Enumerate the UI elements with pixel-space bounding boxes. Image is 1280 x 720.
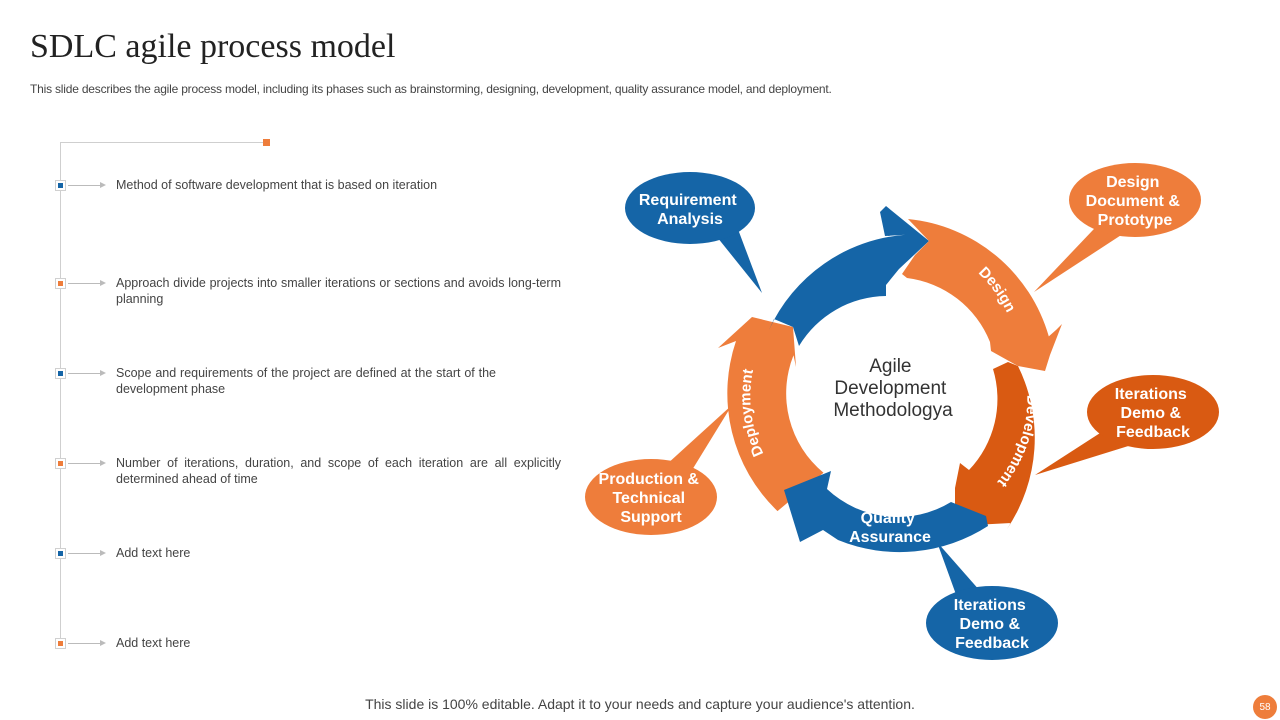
bullet-marker [55,180,66,191]
bubble-iterations-right [1087,375,1219,449]
list-item-6: Add text here [0,636,600,683]
list-item-1: Method of software development that is b… [0,178,600,225]
bullet-marker [55,368,66,379]
arrow-icon [100,370,106,376]
arrow-icon [100,182,106,188]
bubble-text: Production & Technical Support [599,471,704,526]
arrow-icon [100,550,106,556]
bubble-iterations-bottom [926,586,1058,660]
bubble-requirement-analysis [625,172,755,244]
list-item-text: Add text here [116,636,191,650]
list-item-4: Number of iterations, duration, and scop… [0,456,600,503]
bubble-text: Iterations Demo & Feedback [1115,386,1191,441]
bubble-text: Requirement Analysis [639,192,741,228]
list-item-text: Scope and requirements of the project ar… [116,366,496,396]
bubble-text: Iterations Demo & Feedback [954,597,1030,652]
list-item-text: Method of software development that is b… [116,178,438,192]
bullet-marker [55,638,66,649]
page-number-badge: 58 [1253,695,1277,719]
arrow-icon [100,460,106,466]
bullet-marker [55,458,66,469]
timeline-top-line [60,142,265,143]
bullet-marker [55,548,66,559]
footer-note: This slide is 100% editable. Adapt it to… [365,696,915,712]
bubble-design-document [1069,163,1201,237]
list-item-text: Number of iterations, duration, and scop… [116,456,561,486]
bubble-tail [937,542,988,600]
cycle-arrow-quality [784,471,988,553]
timeline-line [60,142,61,647]
cycle-arrow-deployment [718,317,824,512]
list-item-5: Add text here [0,546,600,593]
list-item-2: Approach divide projects into smaller it… [0,276,600,323]
cycle-arrow-brainstrom [769,206,929,346]
list-item-3: Scope and requirements of the project ar… [0,366,600,413]
page-title: SDLC agile process model [30,28,396,65]
cycle-arrow-design [902,219,1062,371]
list-item-text: Add text here [116,546,191,560]
cycle-arrow-development [955,362,1035,529]
list-item-text: Approach divide projects into smaller it… [116,276,561,306]
bubble-text: Design Document & Prototype [1086,174,1185,229]
phase-label-quality: Quality Assurance [849,510,931,546]
arrow-icon [100,280,106,286]
timeline-end-dot [263,139,270,146]
arrow-icon [100,640,106,646]
bubble-production-support [585,459,717,535]
center-label: Agile Development Methodologya [833,356,953,421]
bullet-marker [55,278,66,289]
page-subtitle: This slide describes the agile process m… [30,82,832,96]
